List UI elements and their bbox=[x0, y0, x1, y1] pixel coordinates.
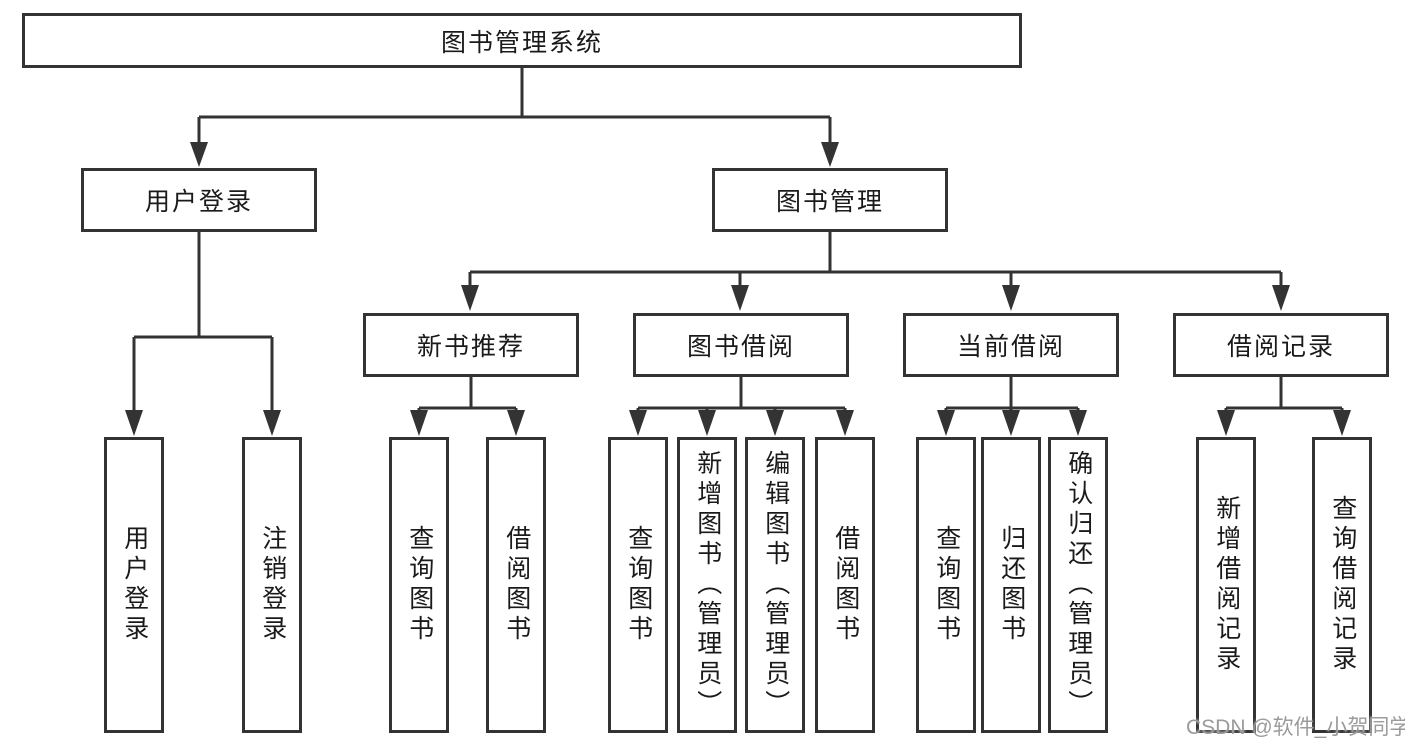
arrowheads-currentborrow-leaves bbox=[937, 410, 1087, 436]
arrowheads-bookborrow-leaves bbox=[629, 410, 854, 436]
leaf-confirm-return-admin-label: 确认归还（管理员） bbox=[1064, 450, 1093, 720]
node-user-login: 用户登录 bbox=[81, 168, 317, 232]
node-book-management-label: 图书管理 bbox=[775, 188, 884, 216]
leaf-user-login: 用户登录 bbox=[104, 437, 164, 733]
node-new-book-recommend-label: 新书推荐 bbox=[416, 333, 525, 361]
connector-borrowrecords-leaves bbox=[1224, 377, 1344, 412]
leaf-borrow-books-borrowing: 借阅图书 bbox=[815, 437, 875, 733]
leaf-add-borrow-record-label: 新增借阅记录 bbox=[1212, 495, 1241, 675]
connector-currentborrow-leaves bbox=[944, 377, 1080, 412]
leaf-borrow-books-recommend: 借阅图书 bbox=[486, 437, 546, 733]
leaf-add-books-admin: 新增图书（管理员） bbox=[677, 437, 737, 733]
leaf-query-books-recommend: 查询图书 bbox=[389, 437, 449, 733]
node-borrowing-records: 借阅记录 bbox=[1173, 313, 1389, 377]
leaf-query-borrow-record: 查询借阅记录 bbox=[1312, 437, 1372, 733]
connector-newbook-leaves bbox=[417, 377, 518, 412]
leaf-return-books: 归还图书 bbox=[981, 437, 1041, 733]
arrowheads-userlogin-leaves bbox=[125, 410, 281, 436]
node-current-borrowing-label: 当前借阅 bbox=[956, 333, 1065, 361]
connector-bookmgmt-to-mid bbox=[468, 232, 1283, 287]
node-new-book-recommend: 新书推荐 bbox=[363, 313, 579, 377]
node-book-management: 图书管理 bbox=[712, 168, 948, 232]
leaf-query-books-borrowing: 查询图书 bbox=[608, 437, 668, 733]
arrowheads-mid bbox=[461, 285, 1290, 311]
leaf-query-books-borrowing-label: 查询图书 bbox=[624, 525, 653, 645]
connector-userlogin-to-leaves bbox=[132, 232, 274, 412]
csdn-watermark: CSDN @软件_小贺同学 bbox=[1186, 716, 1405, 739]
leaf-query-books-recommend-label: 查询图书 bbox=[405, 525, 434, 645]
leaf-query-books-current: 查询图书 bbox=[916, 437, 976, 733]
arrowheads-newbook-leaves bbox=[410, 410, 525, 436]
leaf-logout: 注销登录 bbox=[242, 437, 302, 733]
node-borrowing-records-label: 借阅记录 bbox=[1226, 333, 1335, 361]
leaf-borrow-books-recommend-label: 借阅图书 bbox=[502, 525, 531, 645]
leaf-confirm-return-admin: 确认归还（管理员） bbox=[1048, 437, 1108, 733]
leaf-edit-books-admin: 编辑图书（管理员） bbox=[745, 437, 805, 733]
connector-bookborrow-leaves bbox=[636, 377, 847, 412]
leaf-borrow-books-borrowing-label: 借阅图书 bbox=[831, 525, 860, 645]
leaf-edit-books-admin-label: 编辑图书（管理员） bbox=[761, 450, 790, 720]
leaf-return-books-label: 归还图书 bbox=[997, 525, 1026, 645]
connector-root-to-level2 bbox=[197, 68, 832, 144]
node-current-borrowing: 当前借阅 bbox=[903, 313, 1119, 377]
leaf-user-login-label: 用户登录 bbox=[120, 525, 149, 645]
leaf-query-books-current-label: 查询图书 bbox=[932, 525, 961, 645]
node-book-borrowing-label: 图书借阅 bbox=[686, 333, 795, 361]
node-book-borrowing: 图书借阅 bbox=[633, 313, 849, 377]
leaf-add-borrow-record: 新增借阅记录 bbox=[1196, 437, 1256, 733]
node-library-system: 图书管理系统 bbox=[22, 13, 1022, 68]
node-user-login-label: 用户登录 bbox=[144, 188, 253, 216]
leaf-logout-label: 注销登录 bbox=[258, 525, 287, 645]
node-library-system-label: 图书管理系统 bbox=[440, 28, 603, 57]
leaf-add-books-admin-label: 新增图书（管理员） bbox=[693, 450, 722, 720]
arrowheads-level2 bbox=[190, 142, 839, 167]
arrowheads-borrowrecords-leaves bbox=[1217, 410, 1351, 436]
leaf-query-borrow-record-label: 查询借阅记录 bbox=[1328, 495, 1357, 675]
